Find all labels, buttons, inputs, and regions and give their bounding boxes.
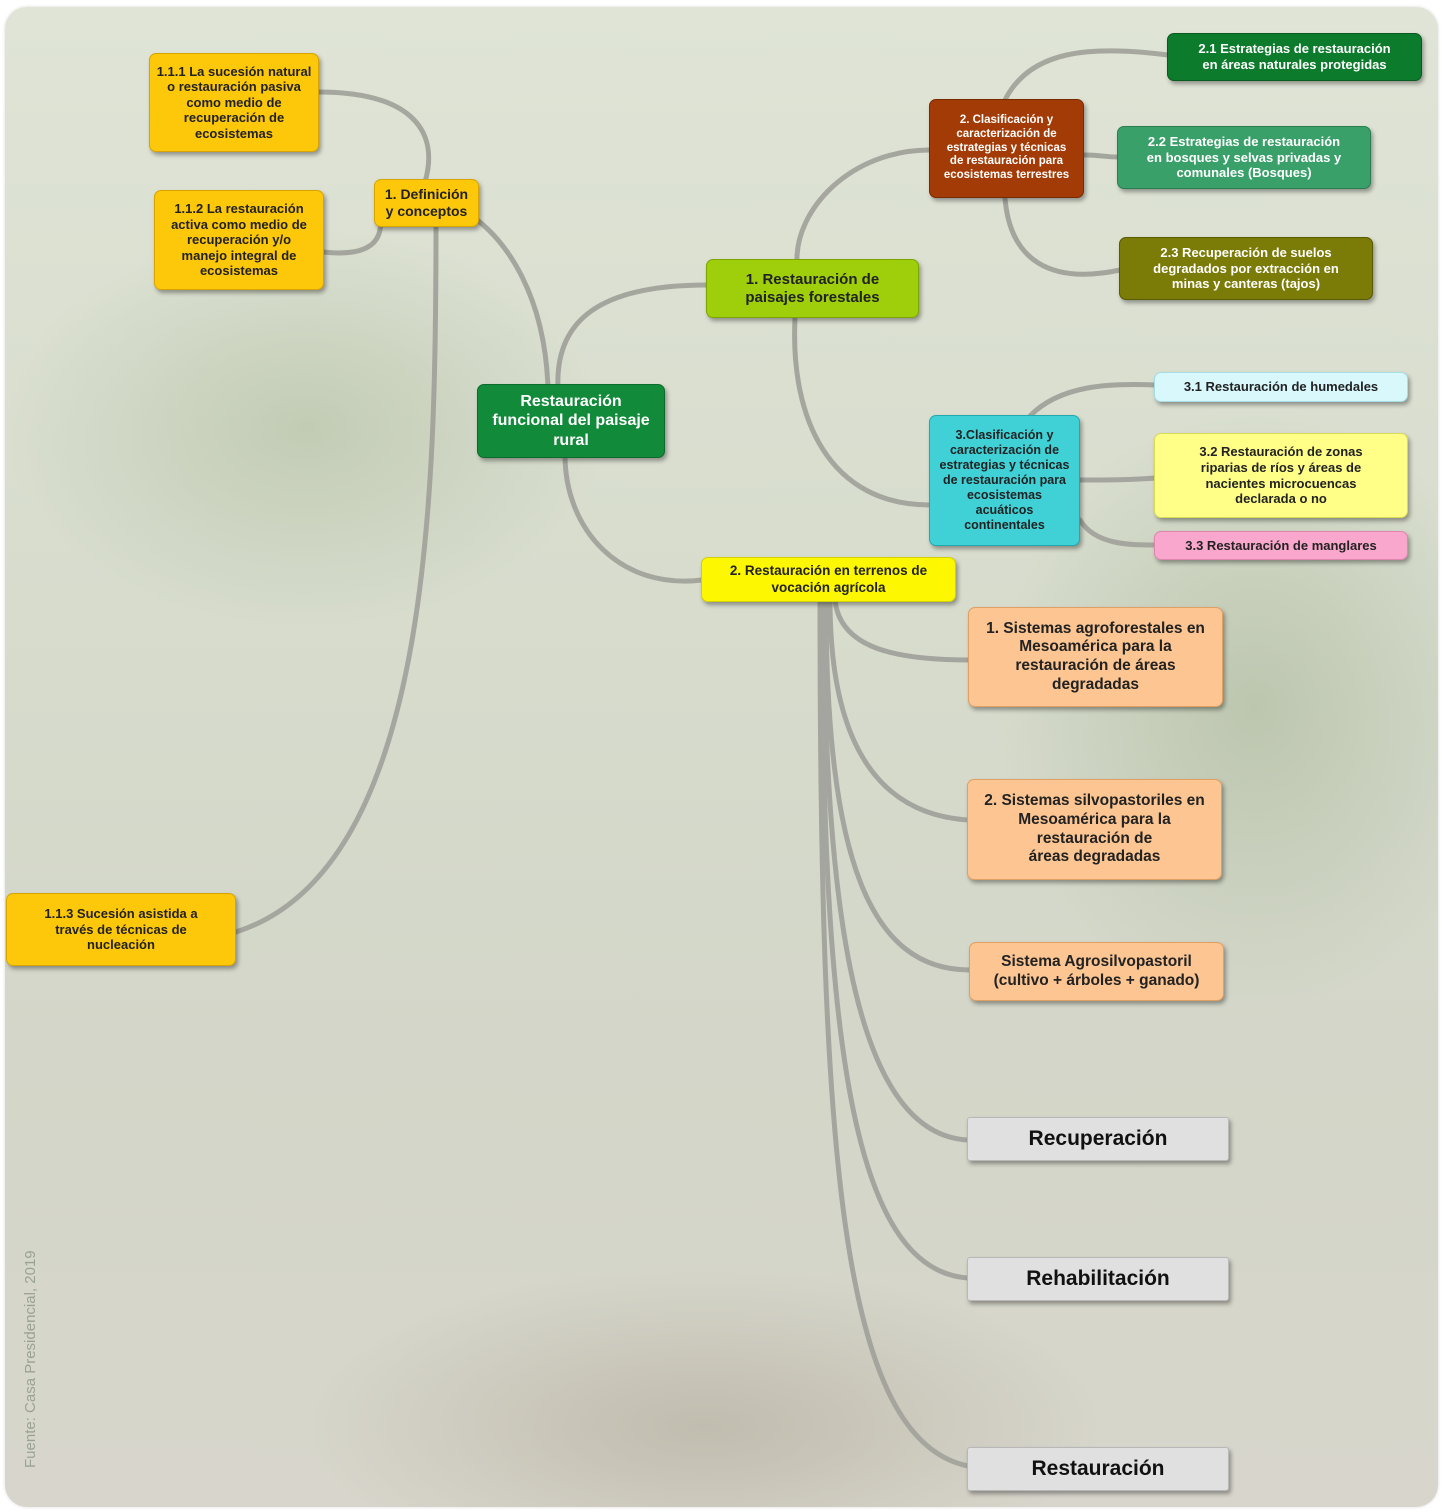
node-agroforestry[interactable]: 1. Sistemas agroforestales en Mesoaméric… <box>968 607 1223 707</box>
connector-definitions-passive <box>315 89 432 185</box>
node-protected-areas[interactable]: 2.1 Estrategias de restauración en áreas… <box>1167 33 1422 81</box>
connector-agricultural-rehabilitation <box>819 597 971 1281</box>
connector-agricultural-agroforestry <box>832 597 973 663</box>
connector-agricultural-restoration <box>817 597 971 1469</box>
node-silvopastoral[interactable]: 2. Sistemas silvopastoriles en Mesoaméri… <box>967 779 1222 880</box>
node-passive-restoration[interactable]: 1.1.1 La sucesión natural o restauración… <box>149 53 319 152</box>
node-assisted-succession[interactable]: 1.1.3 Sucesión asistida a través de técn… <box>6 893 236 966</box>
node-agricultural-land[interactable]: 2. Restauración en terrenos de vocación … <box>701 557 956 602</box>
connector-terrestrial-protected <box>1002 48 1171 103</box>
connector-forest-aquatic <box>792 315 933 508</box>
connector-agricultural-recovery <box>821 597 971 1143</box>
connector-aquatic-mangroves <box>1077 517 1158 548</box>
node-degraded-soils[interactable]: 2.3 Recuperación de suelos degradados po… <box>1119 237 1373 300</box>
connector-agricultural-agrosilvopastoral <box>823 597 973 973</box>
connector-aquatic-riparian <box>1077 475 1158 483</box>
connector-aquatic-wetlands <box>1027 381 1158 419</box>
node-riparian-zones[interactable]: 3.2 Restauración de zonas riparias de rí… <box>1154 433 1408 518</box>
node-forest-landscapes[interactable]: 1. Restauración de paisajes forestales <box>706 259 919 318</box>
connector-center-agricultural <box>562 452 705 584</box>
connector-definitions-active <box>320 212 384 256</box>
node-rehabilitation[interactable]: Rehabilitación <box>967 1257 1229 1301</box>
node-aquatic-ecosystems[interactable]: 3.Clasificación y caracterización de est… <box>929 415 1080 546</box>
photo-credit: Fuente: Casa Presidencial, 2019 <box>22 1250 39 1468</box>
connector-terrestrial-soils <box>1002 195 1123 277</box>
node-active-restoration[interactable]: 1.1.2 La restauración activa como medio … <box>154 190 324 290</box>
node-mangroves[interactable]: 3.3 Restauración de manglares <box>1154 531 1408 560</box>
connector-forest-terrestrial <box>794 147 933 265</box>
connector-center-definitions <box>463 209 551 391</box>
connector-agricultural-silvopastoral <box>827 597 971 823</box>
node-central-topic[interactable]: Restauración funcional del paisaje rural <box>477 384 665 458</box>
node-wetlands[interactable]: 3.1 Restauración de humedales <box>1154 372 1408 402</box>
node-recovery[interactable]: Recuperación <box>967 1117 1229 1161</box>
connector-terrestrial-private <box>1082 152 1121 160</box>
node-agrosilvopastoral[interactable]: Sistema Agrosilvopastoril (cultivo + árb… <box>969 942 1224 1001</box>
node-restoration[interactable]: Restauración <box>967 1447 1229 1491</box>
node-private-forests[interactable]: 2.2 Estrategias de restauración en bosqu… <box>1117 126 1371 189</box>
connector-definitions-assisted <box>233 222 439 935</box>
node-definitions[interactable]: 1. Definición y conceptos <box>374 179 479 227</box>
node-terrestrial-ecosystems[interactable]: 2. Clasificación y caracterización de es… <box>929 99 1084 198</box>
connector-center-forest <box>555 282 710 391</box>
